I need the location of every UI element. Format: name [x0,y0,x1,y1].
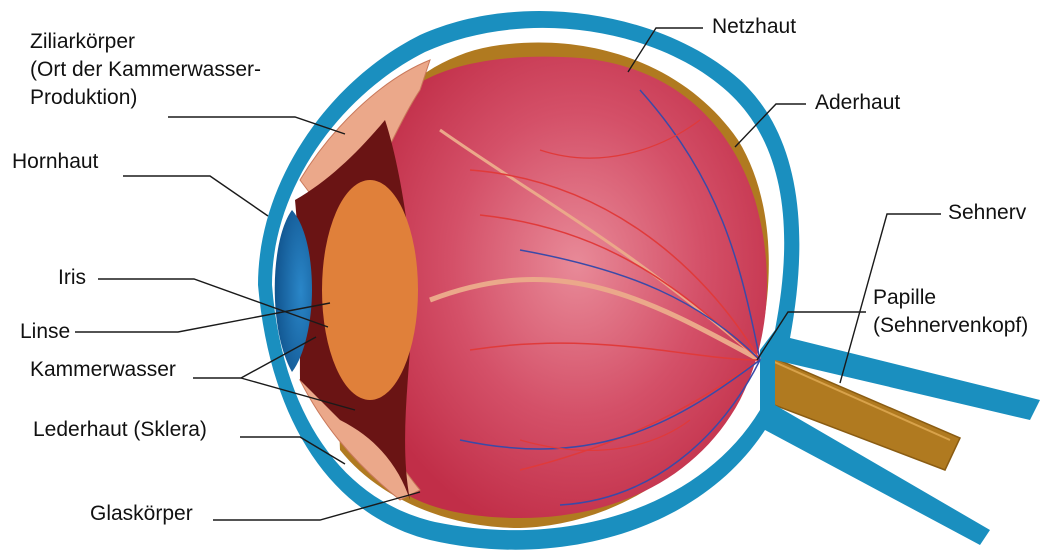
label-ziliarkoerper-line3: Produktion) [30,84,261,112]
lens [322,180,418,400]
label-lederhaut: Lederhaut (Sklera) [33,416,207,444]
label-ziliarkoerper: Ziliarkörper (Ort der Kammerwasser- Prod… [30,28,261,112]
label-papille-line1: Papille [873,284,1028,312]
leader-hornhaut [123,176,268,216]
label-hornhaut: Hornhaut [12,148,98,176]
label-ziliarkoerper-line2: (Ort der Kammerwasser- [30,56,261,84]
label-iris: Iris [58,264,86,292]
label-ziliarkoerper-line1: Ziliarkörper [30,28,261,56]
label-netzhaut: Netzhaut [712,13,796,41]
label-glaskoerper: Glaskörper [90,500,193,528]
label-aderhaut: Aderhaut [815,89,900,117]
label-sehnerv: Sehnerv [948,199,1026,227]
label-linse: Linse [20,318,70,346]
label-papille: Papille (Sehnervenkopf) [873,284,1028,340]
label-papille-line2: (Sehnervenkopf) [873,312,1028,340]
label-kammerwasser: Kammerwasser [30,356,176,384]
